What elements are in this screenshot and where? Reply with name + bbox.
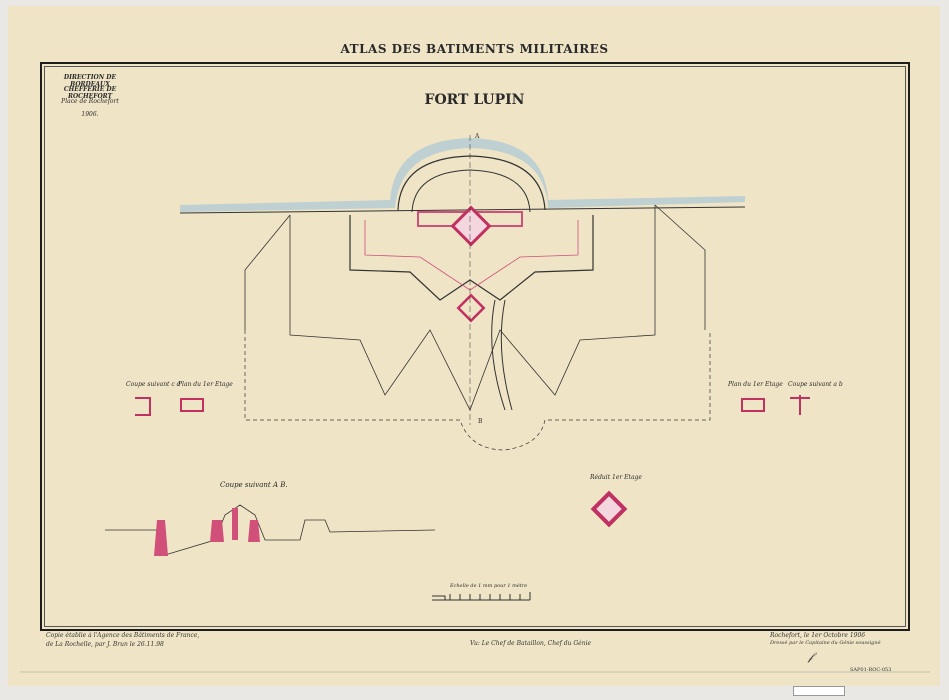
plan-right-label: Plan du 1er Etage: [728, 381, 783, 388]
redoubt-first-floor: [590, 490, 628, 528]
archive-code: SAP01-ROC-053: [850, 667, 892, 673]
point-a-label: A: [475, 133, 480, 140]
inner-arc: [411, 169, 531, 213]
drawing-sheet: [8, 6, 940, 686]
copy-note-2: de La Rochelle, par J. Brun le 26.11.98: [46, 641, 164, 648]
copy-note-1: Copie établie à l'Agence des Bâtiments d…: [46, 632, 200, 639]
fort-title: FORT LUPIN: [424, 92, 525, 108]
header-year: 1906.: [81, 111, 99, 118]
header-direction: DIRECTION DE BORDEAUX: [63, 74, 117, 88]
scale-label: Echelle de 1 mm pour 1 mètre: [450, 583, 528, 589]
point-b-label: B: [478, 418, 483, 425]
header-chefferie: CHEFFERIE DE ROCHEFORT: [63, 86, 117, 100]
header-place: Place de Rochefort: [61, 98, 119, 105]
outer-arc: [397, 155, 546, 211]
water-moat: [180, 138, 745, 212]
redoubt-label: Réduit 1er Etage: [590, 474, 642, 481]
signature-note-1: Rochefort, le 1er Octobre 1906: [770, 632, 866, 639]
atlas-title: ATLAS DES BATIMENTS MILITAIRES: [340, 42, 609, 56]
section-AB-label: Coupe suivant A B.: [220, 481, 288, 489]
drawing-frame: [40, 62, 910, 631]
section-cd-label: Coupe suivant c d: [126, 381, 181, 388]
plan-left-label: Plan du 1er Etage: [178, 381, 233, 388]
color-calibration-ruler: [793, 686, 845, 696]
section-AB: [105, 504, 436, 556]
scale-bar: [432, 595, 530, 601]
signature-note-2: Dressé par le Capitaine du Génie soussig…: [770, 640, 881, 646]
visa-note: Vu: Le Chef de Bataillon, Chef du Génie: [470, 640, 592, 647]
redoubt-plan: [450, 205, 492, 247]
signature: 𝒻: [808, 650, 813, 663]
section-ab-small-label: Coupe suivant a b: [788, 381, 843, 388]
